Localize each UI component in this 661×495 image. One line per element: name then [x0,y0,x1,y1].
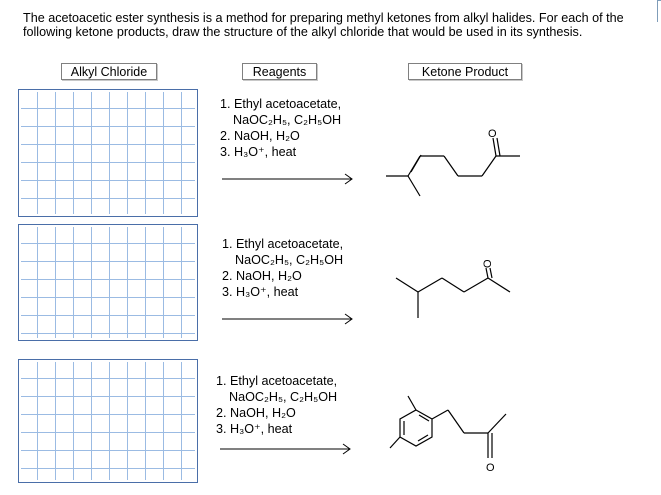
header-alkyl-chloride: Alkyl Chloride [61,63,157,80]
oxygen-label-2: O [482,259,494,268]
reaction-arrow-icon [220,443,351,455]
ketone-structure-3: O [389,395,507,474]
reagent-step-1: 1. Ethyl acetoacetate, [222,237,344,251]
reagent-step-2: 2. NaOH, H₂O [222,269,302,283]
reaction-arrow-icon [222,313,353,325]
reagent-step-1: 1. Ethyl acetoacetate, [216,374,338,388]
header-ketone-product: Ketone Product [408,63,522,80]
reaction-arrow-icon [222,173,353,185]
header-reagents: Reagents [242,63,317,80]
reagents-block-1: 1. Ethyl acetoacetate, NaOC₂H₅, C₂H₅OH 2… [220,96,370,160]
question-text: The acetoacetic ester synthesis is a met… [23,11,624,39]
reagent-step-1b: NaOC₂H₅, C₂H₅OH [233,113,342,127]
drawing-canvas-1[interactable] [18,89,198,217]
reagent-step-2: 2. NaOH, H₂O [220,129,300,143]
reagent-step-3: 3. H₃O⁺, heat [216,422,293,436]
reagent-step-1b: NaOC₂H₅, C₂H₅OH [229,390,338,404]
oxygen-label-1: O [488,128,497,140]
reagents-block-3: 1. Ethyl acetoacetate, NaOC₂H₅, C₂H₅OH 2… [216,373,366,437]
oxygen-label-3: O [486,462,495,474]
reagents-block-2: 1. Ethyl acetoacetate, NaOC₂H₅, C₂H₅OH 2… [222,236,372,300]
drawing-canvas-3[interactable] [18,359,198,483]
reagent-step-1: 1. Ethyl acetoacetate, [220,97,342,111]
drawing-canvas-2[interactable] [18,224,198,341]
ketone-structure-2: O [395,259,511,318]
reagent-step-1b: NaOC₂H₅, C₂H₅OH [235,253,344,267]
reagent-step-3: 3. H₃O⁺, heat [222,285,299,299]
ketone-structure-1: O [386,128,520,197]
reagent-step-2: 2. NaOH, H₂O [216,406,296,420]
reagent-step-3: 3. H₃O⁺, heat [220,145,297,159]
scrollbar-edge[interactable] [657,0,661,22]
